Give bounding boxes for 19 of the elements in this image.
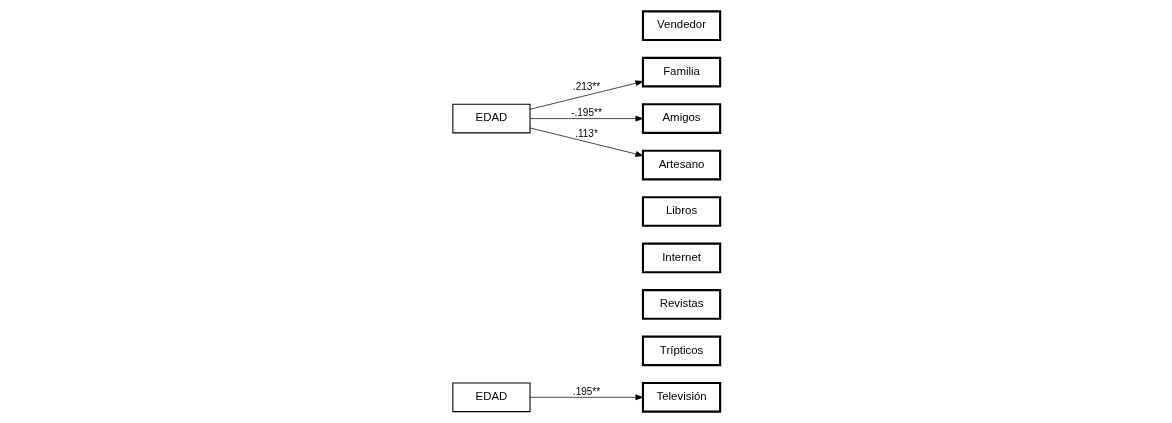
arrow: [529, 394, 643, 401]
node-box: Internet: [641, 242, 721, 274]
edge-label: -.195**: [570, 106, 602, 118]
node-box: Trípticos: [641, 335, 721, 367]
node-box: Familia: [641, 56, 721, 88]
edge-label: .113*: [574, 127, 598, 139]
edge-label: .195**: [572, 385, 600, 397]
node-box: EDAD: [451, 382, 531, 413]
node-box: Televisión: [641, 381, 721, 413]
node-box: EDAD: [451, 103, 531, 134]
node-box: Amigos: [641, 103, 721, 134]
arrow: [529, 127, 643, 157]
node-box: Vendedor: [641, 10, 721, 42]
edge-label: .213**: [572, 81, 600, 93]
node-box: Revistas: [641, 289, 721, 320]
node-box: Libros: [641, 196, 721, 227]
arrow: [529, 80, 643, 110]
node-box: Artesano: [641, 149, 721, 181]
arrow: [529, 115, 643, 122]
